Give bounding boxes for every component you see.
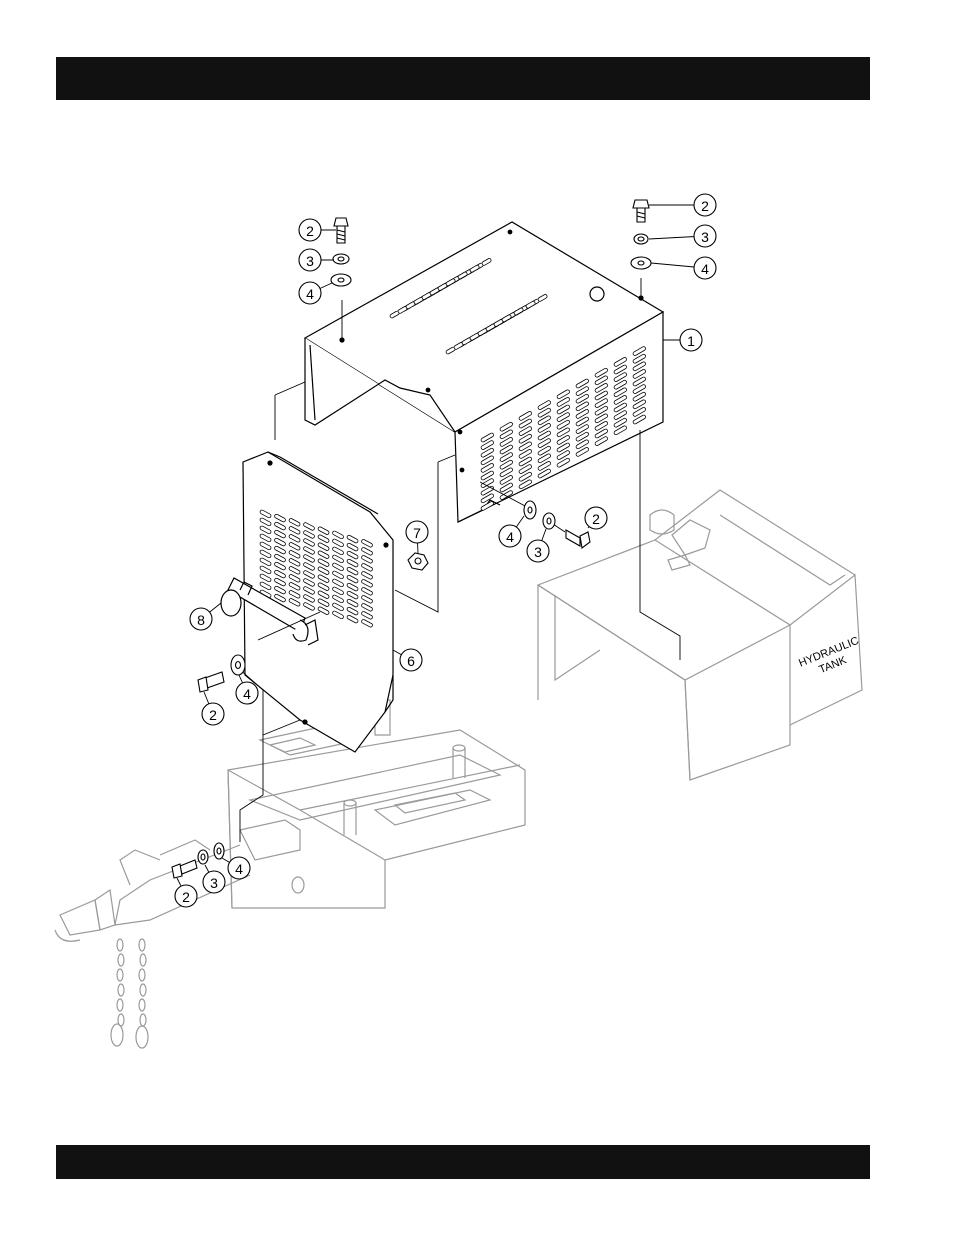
callout-number: 2 (592, 511, 600, 527)
callout-number: 3 (534, 544, 542, 560)
callout-number: 3 (306, 253, 314, 269)
callout-4: 4 (499, 516, 524, 547)
callout-number: 8 (197, 612, 205, 628)
callout-3: 3 (203, 865, 225, 893)
callout-number: 4 (235, 861, 243, 877)
callout-number: 3 (701, 229, 709, 245)
callout-number: 2 (306, 223, 314, 239)
callout-3: 3 (299, 249, 334, 271)
callout-2: 2 (202, 692, 224, 725)
callout-2: 2 (299, 219, 336, 241)
callout-number: 3 (210, 875, 218, 891)
callout-number: 4 (243, 686, 251, 702)
callout-number: 4 (506, 529, 514, 545)
safety-chains (111, 939, 148, 1048)
callout-number: 1 (687, 333, 695, 349)
callout-4: 4 (651, 257, 716, 279)
callout-number: 4 (701, 261, 709, 277)
callout-7: 7 (406, 521, 428, 553)
callout-number: 2 (182, 889, 190, 905)
hex-nut (408, 553, 428, 570)
callout-4: 4 (222, 857, 250, 879)
callout-number: 7 (413, 525, 421, 541)
callout-1: 1 (663, 329, 702, 351)
callout-8: 8 (190, 603, 221, 630)
callout-number: 4 (306, 286, 314, 302)
callout-4: 4 (299, 282, 332, 304)
callout-number: 2 (209, 707, 217, 723)
callout-3: 3 (527, 529, 549, 562)
callout-number: 2 (701, 198, 709, 214)
callout-2: 2 (585, 507, 607, 529)
callout-3: 3 (649, 225, 716, 247)
callout-2: 2 (175, 878, 197, 907)
callout-2: 2 (649, 194, 716, 216)
callout-number: 6 (407, 653, 415, 669)
trailer-frame (55, 700, 525, 941)
callout-6: 6 (393, 649, 422, 671)
